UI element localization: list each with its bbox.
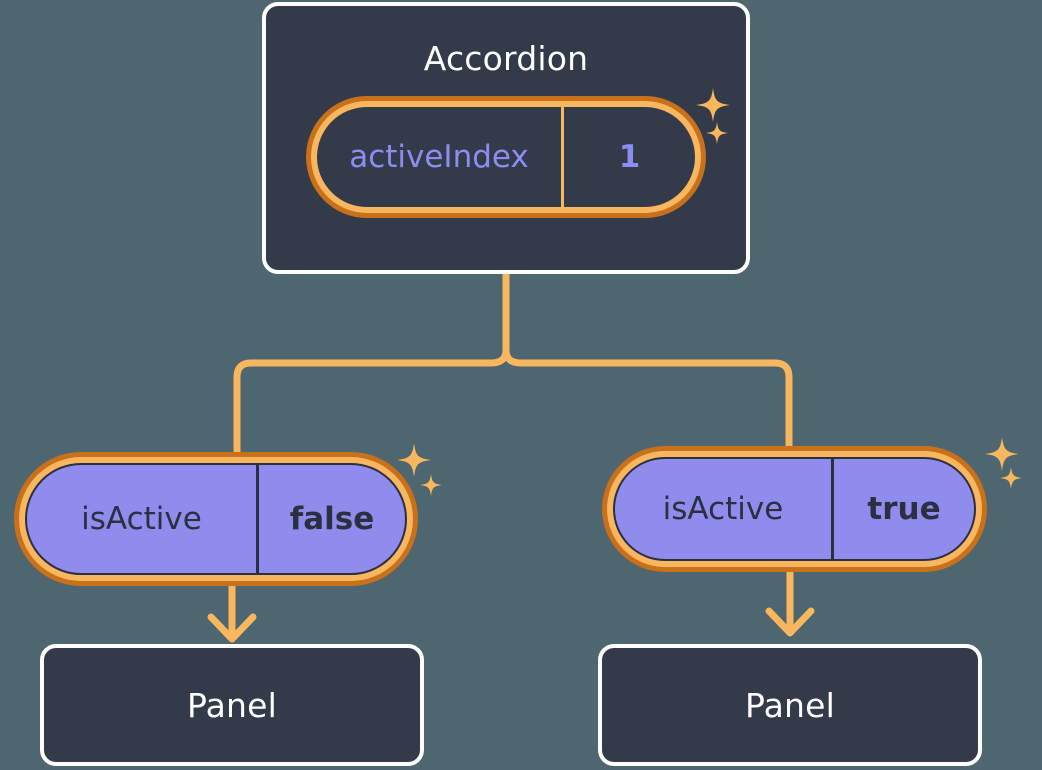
pill-ring-inner: isActive false [19,457,413,581]
sparkle-icon [985,437,1019,471]
accordion-title: Accordion [423,39,589,78]
panel-title-right: Panel [744,685,836,725]
panel-component-card-left[interactable]: Panel [40,644,424,766]
prop-name-active-index: activeIndex [349,138,529,175]
state-pill-isactive-right[interactable]: isActive true [602,446,987,572]
state-pill-isactive-left[interactable]: isActive false [14,452,418,586]
sparkle-icon [397,443,431,477]
state-value-isactive-left: false [256,465,405,573]
connector-bracket [233,346,793,464]
state-name-isactive-left: isActive [81,500,202,537]
pill-ring-inner: activeIndex 1 [311,101,701,213]
pill-body: activeIndex 1 [317,107,695,207]
arrow-left-panel [207,582,257,643]
pill-body: isActive false [25,463,407,575]
arrow-right-panel [765,568,815,637]
panel-component-card-right[interactable]: Panel [598,644,982,766]
state-value-isactive-right: true [831,459,974,559]
prop-value-active-index: 1 [561,107,695,207]
sparkle-icon [1000,467,1022,489]
pill-body: isActive true [613,457,976,561]
prop-pill-active-index[interactable]: activeIndex 1 [306,96,706,218]
panel-title-left: Panel [186,685,278,725]
state-name-isactive-right: isActive [662,490,784,527]
sparkle-icon [420,474,442,496]
pill-ring-inner: isActive true [607,451,982,567]
